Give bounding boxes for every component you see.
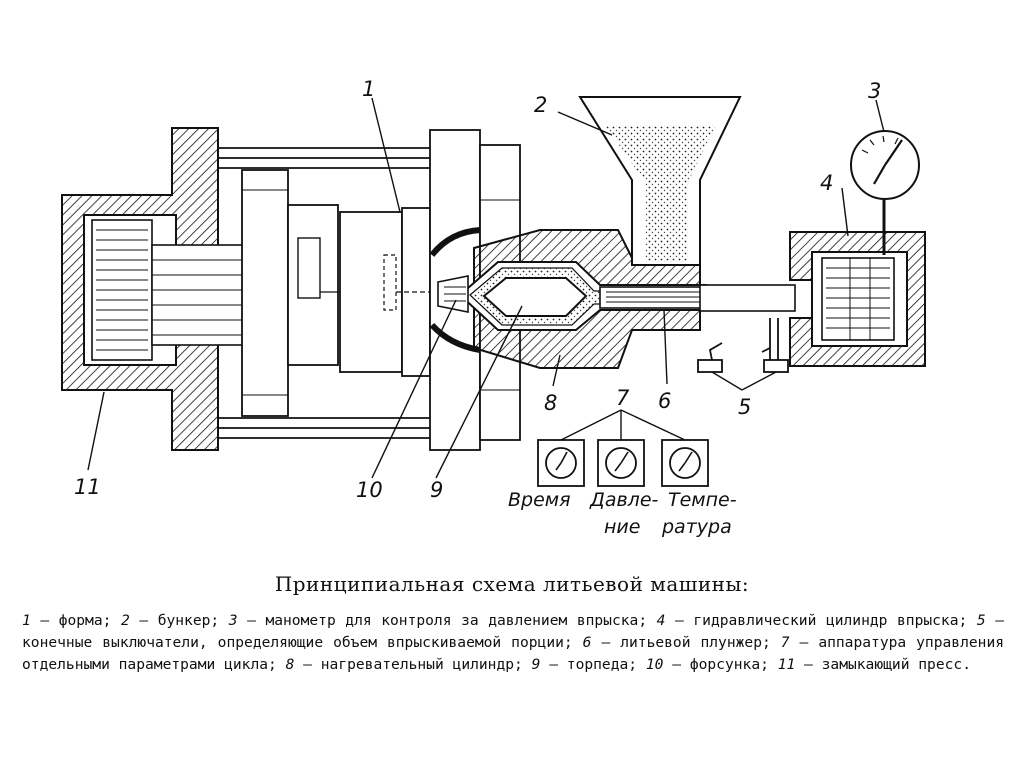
figure-caption-title: Принципиальная схема литьевой машины:: [274, 572, 750, 596]
legend-number: 8: [285, 656, 295, 673]
legend-item: 9 — торпеда;: [531, 656, 646, 673]
legend-text: замыкающий пресс: [821, 656, 963, 673]
label-2: 2: [534, 93, 547, 117]
legend-text: нагревательный цилиндр: [320, 656, 515, 673]
press-ram: [151, 244, 245, 346]
label-6: 6: [658, 389, 671, 413]
gauge-caption-pressure-1: Давле-: [589, 489, 659, 511]
legend-item: 5 — конечные выключатели, определяющие о…: [22, 612, 1004, 651]
injection-machine-diagram: 1 2 3 4 5 6 7 8 9 10 11 Время Давле- ние…: [61, 77, 926, 538]
legend-text: аппаратура управления отдельными парамет…: [22, 634, 1005, 673]
legend-number: 7: [780, 634, 790, 651]
hydraulic-cylinder: [789, 231, 926, 367]
legend-text: литьевой плунжер: [620, 634, 762, 651]
legend-number: 1: [22, 612, 31, 629]
gauge-caption-time: Время: [508, 489, 571, 511]
legend-number: 6: [582, 634, 592, 651]
legend-text: манометр для контроля за давлением впрыс…: [265, 612, 639, 629]
label-3: 3: [868, 79, 881, 103]
legend-text: гидравлический цилиндр впрыска: [693, 612, 959, 629]
legend-item: 10 — форсунка;: [645, 656, 778, 673]
control-gauges: [537, 409, 709, 487]
legend-text: бункер: [157, 612, 211, 629]
label-9: 9: [430, 478, 443, 502]
legend-number: 5: [976, 612, 986, 629]
legend-text: конечные выключатели, определяющие объем…: [22, 634, 564, 651]
limit-switches: [697, 318, 789, 391]
legend-item: 7 — аппаратура управления отдельными пар…: [22, 634, 1005, 673]
legend-item: 4 — гидравлический цилиндр впрыска;: [656, 612, 977, 629]
legend-item: 8 — нагревательный цилиндр;: [285, 656, 532, 673]
label-10: 10: [356, 478, 383, 502]
legend-text: форма: [58, 612, 103, 629]
mold: [339, 207, 452, 377]
legend-item: 2 — бункер;: [120, 612, 229, 629]
press-piston: [91, 219, 153, 361]
torpedo: [482, 277, 588, 317]
pressure-gauge: [850, 130, 920, 255]
legend-number: 11: [777, 656, 796, 673]
label-1: 1: [362, 77, 375, 101]
gauge-caption-pressure-2: ние: [604, 516, 640, 538]
gauge-caption-temperature-2: ратура: [661, 516, 732, 538]
label-4: 4: [820, 171, 833, 195]
legend-text: форсунка: [689, 656, 761, 673]
legend-number: 4: [656, 612, 666, 629]
label-7: 7: [616, 386, 630, 410]
injection-plunger: [599, 284, 796, 312]
gauge-caption-temperature-1: Темпе-: [668, 489, 737, 511]
label-11: 11: [74, 475, 101, 499]
legend-number: 2: [120, 612, 130, 629]
legend-item: 1 — форма;: [22, 612, 121, 629]
hopper: [578, 96, 742, 266]
legend-text: торпеда: [566, 656, 629, 673]
moving-platen: [241, 169, 370, 417]
leader-lines: [87, 97, 885, 479]
label-5: 5: [738, 395, 751, 419]
legend-item: 3 — манометр для контроля за давлением в…: [228, 612, 657, 629]
legend-number: 3: [228, 612, 238, 629]
figure-legend: 1 — форма; 2 — бункер; 3 — манометр для …: [22, 610, 1004, 676]
legend-item: 11 — замыкающий пресс.: [777, 656, 972, 673]
legend-number: 9: [531, 656, 541, 673]
legend-number: 10: [645, 656, 664, 673]
label-8: 8: [544, 391, 557, 415]
legend-item: 6 — литьевой плунжер;: [582, 634, 781, 651]
